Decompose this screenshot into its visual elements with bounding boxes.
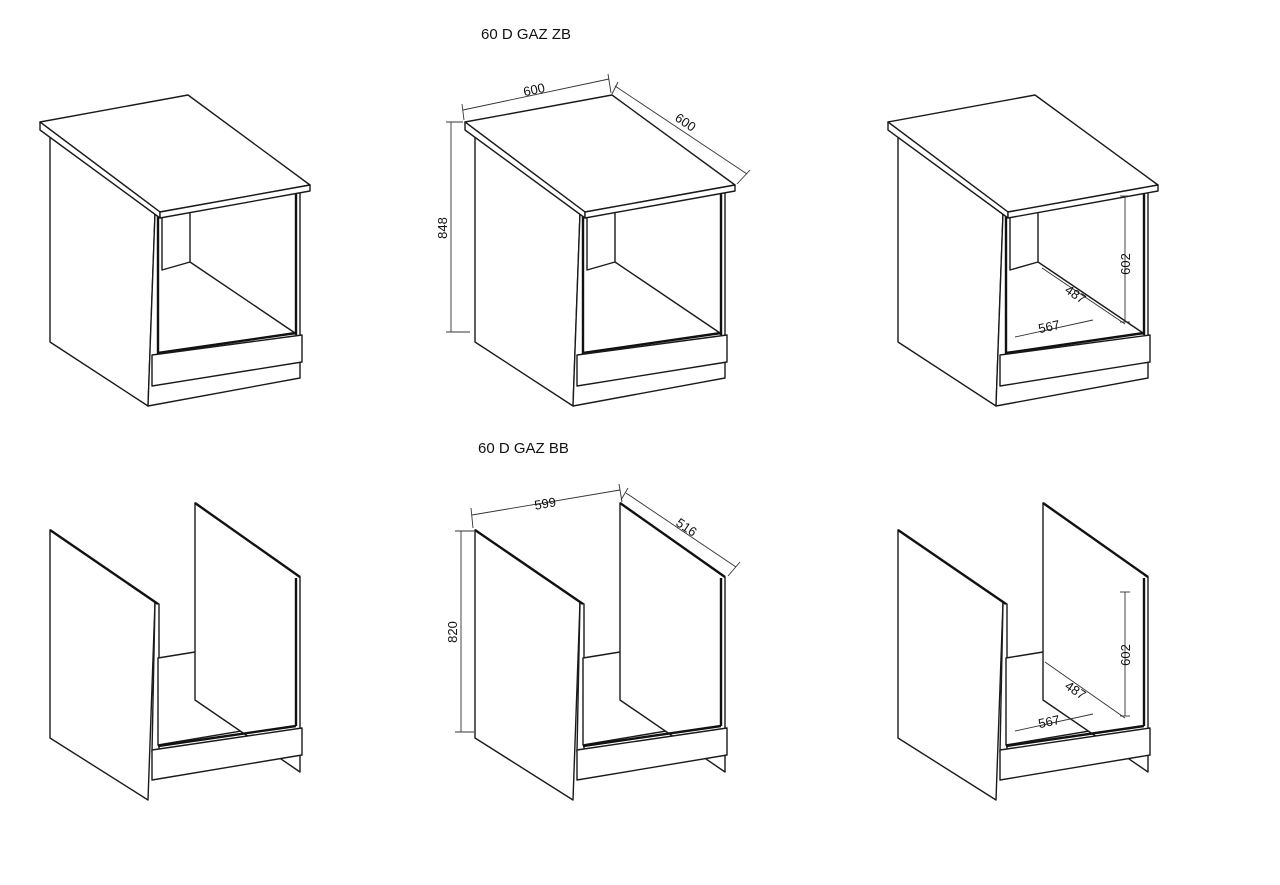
niche-width-zb: 567 (1037, 317, 1061, 336)
dim-width-zb: 600 (522, 80, 546, 99)
dim-height-zb: 848 (435, 217, 450, 239)
cabinet-bb-plain (49, 502, 303, 801)
cabinet-zb-plain (39, 94, 311, 407)
dim-depth-bb: 516 (673, 515, 699, 540)
dim-depth-zb: 600 (672, 110, 698, 135)
section-title-bb: 60 D GAZ BB (478, 440, 569, 457)
dim-width-bb: 599 (533, 494, 557, 513)
section-title-zb: 60 D GAZ ZB (481, 26, 571, 43)
niche-width-bb: 567 (1037, 712, 1061, 731)
cabinet-bb-dimensions (455, 483, 741, 801)
niche-height-zb: 602 (1118, 253, 1133, 275)
dim-height-bb: 820 (445, 621, 460, 643)
niche-height-bb: 602 (1118, 644, 1133, 666)
cabinet-bb-niche (897, 502, 1151, 801)
cabinet-zb-niche (887, 94, 1159, 407)
cabinet-zb-dimensions (446, 73, 751, 407)
